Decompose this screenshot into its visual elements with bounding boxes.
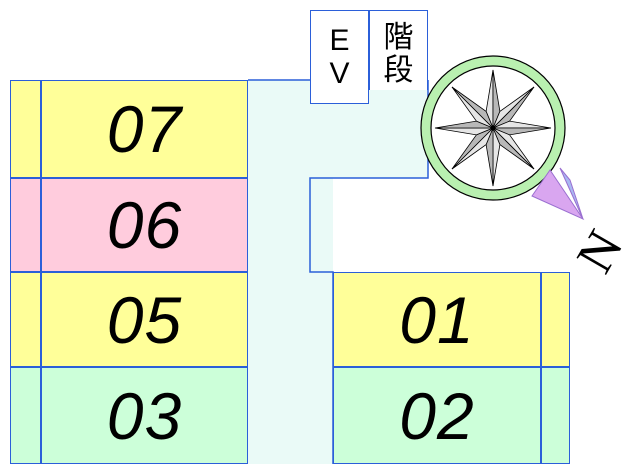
unit-03[interactable]: 03 [41,367,248,464]
left-strip-07 [10,80,41,178]
right-strip-02 [541,367,570,464]
north-arrow-shade [559,167,584,220]
compass-point-facet [451,86,494,129]
unit-07-label: 07 [106,92,183,166]
stairs: 階 段 [369,10,428,90]
left-strip-03 [10,367,41,464]
unit-05-label: 05 [106,282,183,357]
stairs-label-line2: 段 [383,53,414,88]
north-arrow-icon [531,169,585,221]
unit-06[interactable]: 06 [41,178,248,272]
left-strip-06 [10,178,41,272]
unit-03-label: 03 [106,378,183,453]
compass-center [490,125,496,131]
unit-07[interactable]: 07 [41,80,248,178]
elevator-label-line1: E [329,24,350,57]
unit-01-label: 01 [399,282,475,357]
right-strip-01 [541,272,570,367]
elevator: E V [310,10,369,104]
unit-01[interactable]: 01 [333,272,541,367]
unit-06-label: 06 [106,188,183,262]
unit-05[interactable]: 05 [41,272,248,367]
unit-02[interactable]: 02 [333,367,541,464]
unit-02-label: 02 [399,378,475,453]
left-strip-05 [10,272,41,367]
stairs-label-line1: 階 [383,20,414,55]
elevator-label-line2: V [329,57,350,90]
